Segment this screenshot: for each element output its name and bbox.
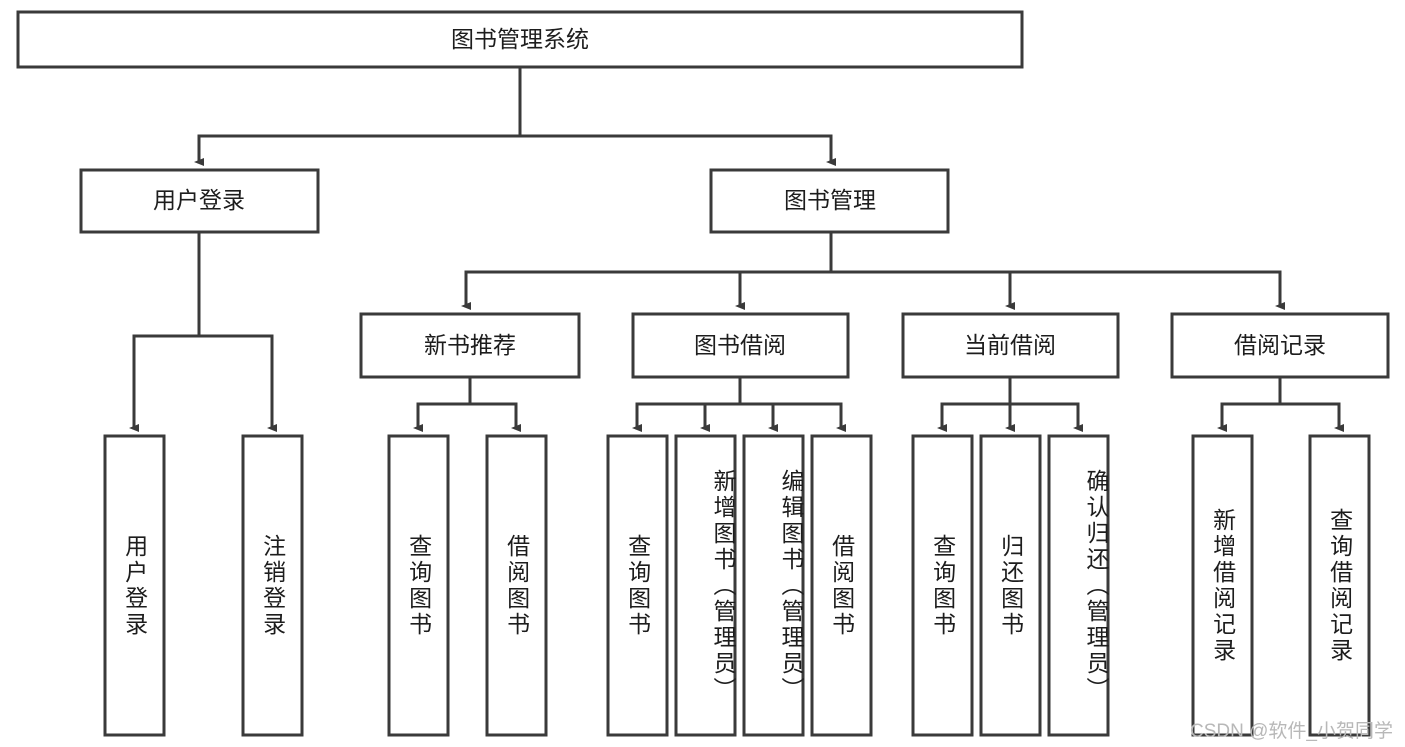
leaf-label-add-borrow-record: 新增借阅记录 [1209, 507, 1236, 664]
node-user-login-label: 用户登录 [153, 187, 245, 213]
node-borrow-records-label: 借阅记录 [1234, 332, 1326, 358]
node-new-book-recommend-label: 新书推荐 [424, 332, 516, 358]
leaf-label-borrow-books-new: 借阅图书 [503, 533, 530, 638]
node-root-label: 图书管理系统 [451, 26, 589, 52]
leaf-box-return-books[interactable] [979, 434, 1042, 737]
leaf-label-edit-book-admin: 编辑图书（管理员） [778, 469, 804, 703]
node-new-book-recommend-box[interactable] [359, 312, 581, 379]
leaf-label-return-books: 归还图书 [997, 533, 1024, 638]
leaf-box-query-books-new[interactable] [387, 434, 450, 737]
leaf-box-confirm-return-admin[interactable] [1047, 434, 1110, 737]
node-borrow-records-box[interactable] [1170, 312, 1390, 379]
node-book-borrow[interactable]: 图书借阅 [631, 312, 850, 379]
node-book-management-label: 图书管理 [784, 187, 876, 213]
node-new-book-recommend[interactable]: 新书推荐 [359, 312, 581, 379]
node-current-borrow-label: 当前借阅 [964, 332, 1056, 358]
node-book-borrow-box[interactable] [631, 312, 850, 379]
node-current-borrow[interactable]: 当前借阅 [901, 312, 1120, 379]
node-book-management[interactable]: 图书管理 [709, 168, 950, 234]
leaf-label-query-borrow-record: 查询借阅记录 [1326, 507, 1353, 664]
leaf-box-group [103, 434, 1371, 737]
edge-group [129, 65, 1344, 432]
leaf-box-add-book-admin[interactable] [674, 434, 737, 737]
leaf-label-logout: 注销登录 [259, 533, 286, 638]
node-root[interactable]: 图书管理系统 [16, 10, 1024, 69]
leaf-box-logout[interactable] [241, 434, 304, 737]
leaf-label-confirm-return-admin: 确认归还（管理员） [1083, 469, 1109, 703]
node-book-management-box[interactable] [709, 168, 950, 234]
leaf-label-query-books-new: 查询图书 [405, 533, 432, 638]
leaf-label-add-book-admin: 新增图书（管理员） [710, 469, 736, 703]
node-book-borrow-label: 图书借阅 [694, 332, 786, 358]
node-root-box[interactable] [16, 10, 1024, 69]
leaf-label-user-login: 用户登录 [121, 533, 148, 638]
leaf-box-borrow-books-new[interactable] [485, 434, 548, 737]
leaf-box-query-books-borrow[interactable] [606, 434, 669, 737]
leaf-box-query-borrow-record[interactable] [1308, 434, 1371, 737]
leaf-label-query-books-current: 查询图书 [929, 533, 956, 638]
leaf-label-query-books-borrow: 查询图书 [624, 533, 651, 638]
node-user-login[interactable]: 用户登录 [79, 168, 320, 234]
leaf-box-add-borrow-record[interactable] [1191, 434, 1254, 737]
leaf-box-borrow-books[interactable] [810, 434, 873, 737]
node-current-borrow-box[interactable] [901, 312, 1120, 379]
leaf-box-query-books-current[interactable] [911, 434, 974, 737]
node-borrow-records[interactable]: 借阅记录 [1170, 312, 1390, 379]
node-user-login-box[interactable] [79, 168, 320, 234]
leaf-label-borrow-books: 借阅图书 [828, 533, 855, 638]
csdn-watermark: CSDN @软件_小贺同学 [1190, 721, 1393, 742]
leaf-box-user-login[interactable] [103, 434, 166, 737]
leaf-box-edit-book-admin[interactable] [742, 434, 805, 737]
